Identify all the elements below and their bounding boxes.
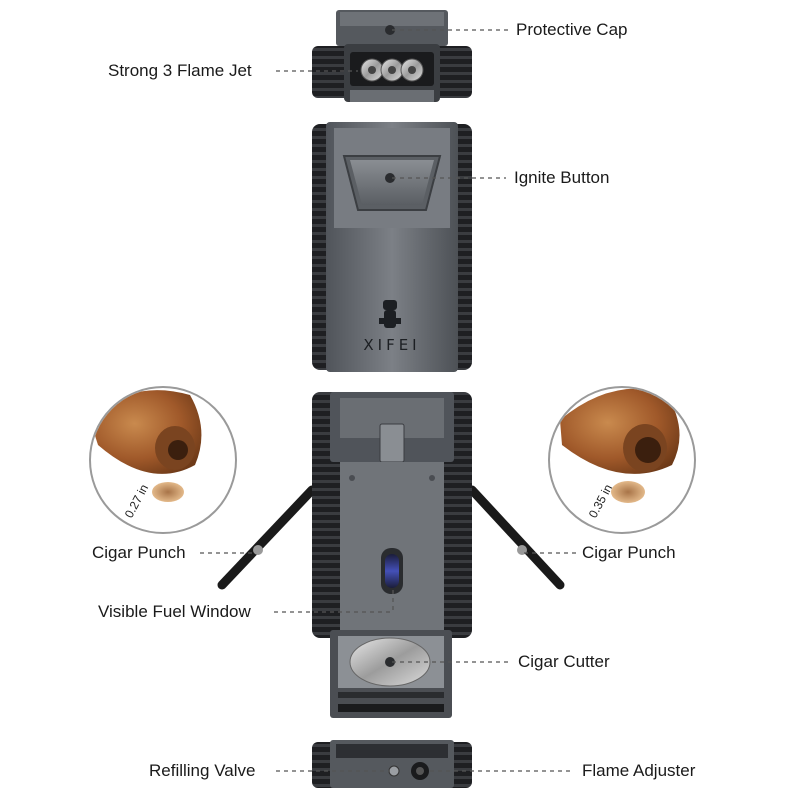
punch-plug-icon xyxy=(152,482,184,502)
lighter-open-body xyxy=(312,392,472,638)
brand-logo: XIFEI xyxy=(363,300,420,354)
label-flame-adjuster: Flame Adjuster xyxy=(582,761,696,780)
torch-jet-icon xyxy=(360,58,424,82)
cigar-punch-left-arm xyxy=(217,485,317,590)
cigar-punch-right-arm xyxy=(467,485,565,590)
punch-callout-left: 0.27 in xyxy=(89,386,237,534)
label-ignite-button: Ignite Button xyxy=(514,168,610,187)
lighter-main-body: XIFEI xyxy=(312,122,472,372)
label-protective-cap: Protective Cap xyxy=(516,20,628,39)
lighter-base xyxy=(312,740,472,788)
label-cigar-punch-right: Cigar Punch xyxy=(582,543,676,562)
punch-plug-icon xyxy=(611,481,645,503)
brand-name: XIFEI xyxy=(363,336,420,354)
label-cigar-cutter: Cigar Cutter xyxy=(518,652,610,671)
punch-callout-right: 0.35 in xyxy=(548,386,696,534)
cigar-icon xyxy=(91,390,202,474)
cigar-cutter xyxy=(330,630,452,718)
label-fuel-window: Visible Fuel Window xyxy=(98,602,251,621)
label-flame-jet: Strong 3 Flame Jet xyxy=(108,61,252,80)
refill-valve-icon xyxy=(388,765,400,777)
fuel-window xyxy=(381,548,403,594)
cap-marker-dot xyxy=(385,25,395,35)
label-cigar-punch-left: Cigar Punch xyxy=(92,543,186,562)
ignite-button xyxy=(342,155,442,211)
flame-jet-head xyxy=(312,44,472,102)
cigar-icon xyxy=(560,388,680,474)
chef-hat-figure-icon xyxy=(379,300,401,328)
label-refilling-valve: Refilling Valve xyxy=(149,761,256,780)
protective-cap xyxy=(336,10,448,46)
leader-lines xyxy=(200,29,576,772)
